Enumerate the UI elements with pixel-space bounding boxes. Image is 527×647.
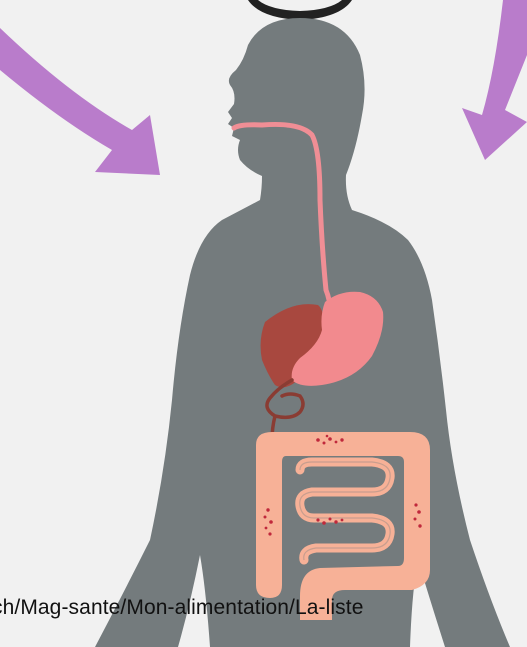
left-arrow-icon xyxy=(0,28,160,175)
top-ring-shape xyxy=(248,0,352,20)
source-url-caption: ch/Mag-sante/Mon-alimentation/La-liste xyxy=(0,596,527,620)
right-arrow-icon xyxy=(462,0,527,160)
